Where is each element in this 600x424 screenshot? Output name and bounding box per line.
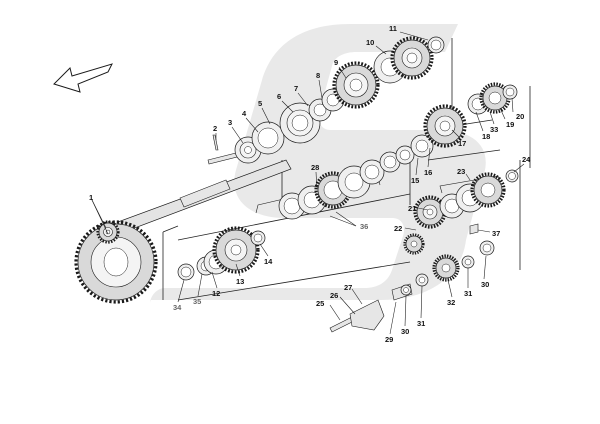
lower-shaft-parts [177,226,266,281]
upper-right-parts [467,82,518,115]
front-shaft-parts [212,36,445,164]
callout-29: 29 [385,335,393,344]
callout-36: 36 [360,222,368,231]
callout-16: 16 [424,168,432,177]
callout-25: 25 [316,299,324,308]
callout-35: 35 [193,297,201,306]
callout-31-bottom: 31 [417,319,425,328]
callout-30-bottom: 30 [401,327,409,336]
callout-11: 11 [389,24,397,33]
direction-arrow-icon [53,63,113,93]
callout-13: 13 [236,277,244,286]
callout-27: 27 [344,283,352,292]
callout-37: 37 [492,229,500,238]
crown-wheel [74,220,158,304]
callout-12: 12 [212,289,220,298]
callout-23: 23 [457,167,465,176]
callout-7: 7 [294,84,298,93]
callout-3: 3 [228,118,232,127]
callout-1: 1 [89,193,93,202]
callout-31-right: 31 [464,289,472,298]
right-lower-parts [403,169,519,255]
callout-2: 2 [213,124,217,133]
callout-21: 21 [408,204,416,213]
synchro-row [278,104,467,220]
callout-20: 20 [516,112,524,121]
callout-28: 28 [311,163,319,172]
callout-4: 4 [242,109,247,118]
callout-30-right: 30 [481,280,489,289]
callout-32: 32 [447,298,455,307]
callout-8: 8 [316,71,320,80]
callout-5: 5 [258,99,262,108]
leader-lines [91,31,525,335]
callout-22: 22 [394,224,402,233]
callout-33: 33 [490,125,498,134]
callout-19: 19 [506,120,514,129]
callout-6: 6 [277,92,281,101]
callout-17: 17 [458,139,466,148]
callout-26: 26 [330,291,338,300]
bottom-parts [329,240,495,333]
callout-34: 34 [173,303,182,312]
callout-10: 10 [366,38,374,47]
callout-labels: 1 2 3 4 5 6 7 8 9 10 11 12 13 14 15 16 1… [89,24,531,344]
callout-14: 14 [264,257,273,266]
callout-15: 15 [411,176,419,185]
callout-24: 24 [522,155,531,164]
callout-9: 9 [334,58,338,67]
callout-18: 18 [482,132,490,141]
